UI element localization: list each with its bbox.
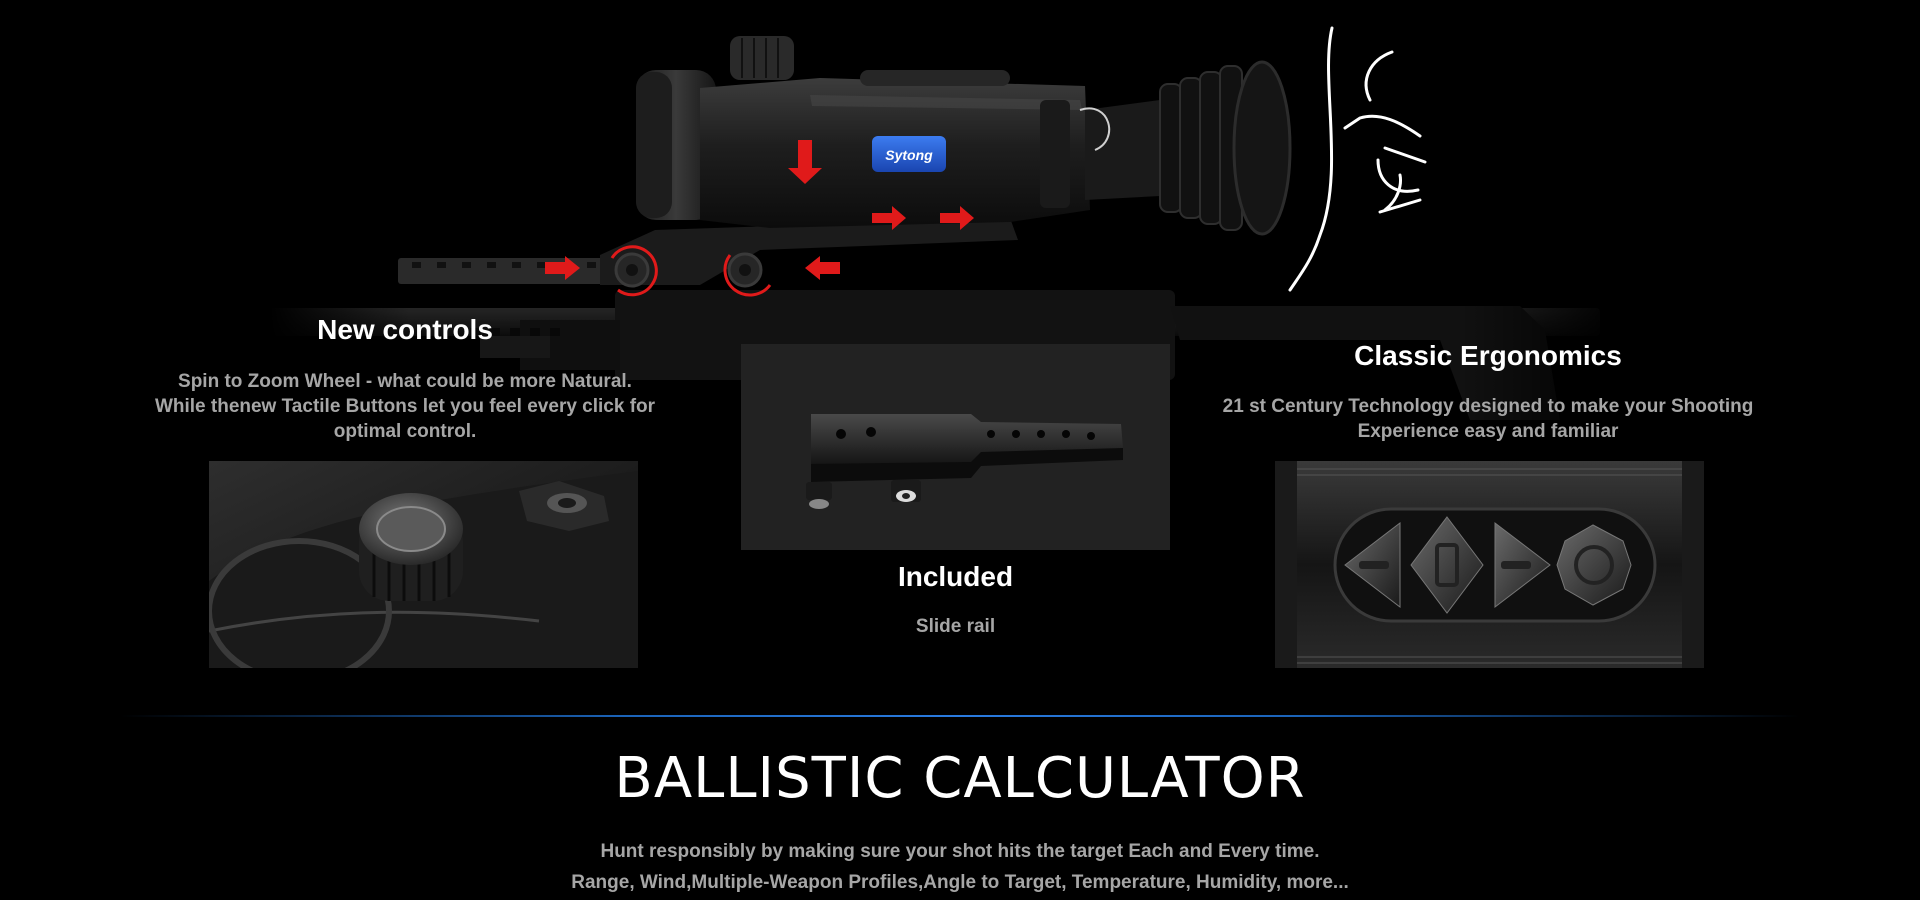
left-button (1344, 521, 1401, 609)
right-button (1494, 521, 1551, 609)
menu-button (1410, 516, 1484, 614)
included-title: Included (897, 561, 1014, 592)
new-controls-title: New controls (317, 314, 493, 345)
classic-ergonomics-title: Classic Ergonomics (1354, 340, 1622, 371)
hero-product-image: Sytong (270, 26, 1620, 430)
thermal-scope-illustration: Sytong (270, 26, 1620, 430)
scope-body (636, 36, 1292, 236)
ballistic-calculator-title: BALLISTIC CALCULATOR (614, 746, 1306, 811)
classic-ergonomics-description: 21 st Century Technology designed to mak… (1222, 396, 1754, 442)
brand-badge: Sytong (872, 136, 946, 172)
button-pad-photo (1275, 461, 1704, 668)
face-sketch-icon (1288, 26, 1427, 292)
slide-rail-illustration (806, 414, 1123, 509)
zoom-wheel-photo (209, 461, 638, 668)
zoom-wheel-illustration (209, 461, 638, 668)
red-arrow-icon (545, 140, 974, 280)
red-rotate-icon (610, 245, 772, 297)
button-pad-illustration (1275, 461, 1704, 668)
new-controls-description: Spin to Zoom Wheel - what could be more … (154, 371, 656, 442)
ballistic-calculator-description: Hunt responsibly by making sure your sho… (571, 841, 1349, 893)
slide-rail-photo (741, 344, 1170, 550)
slide-rail (398, 218, 1018, 288)
section-divider (120, 715, 1800, 717)
included-subtitle: Slide rail (915, 616, 996, 637)
power-button (1556, 524, 1632, 606)
svg-text:Sytong: Sytong (885, 147, 933, 163)
